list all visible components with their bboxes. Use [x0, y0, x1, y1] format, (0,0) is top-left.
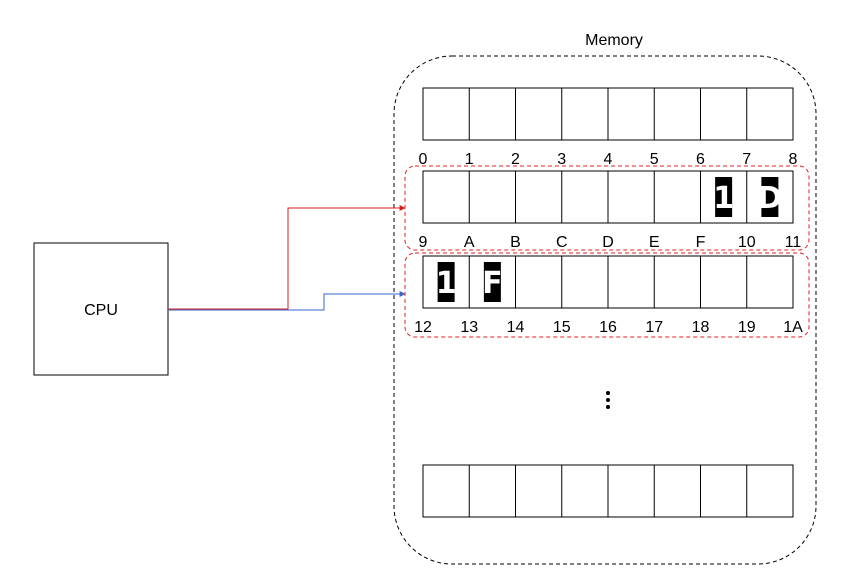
row-2-group-outline: [404, 252, 810, 338]
address-label: 13: [460, 319, 478, 336]
address-label: D: [602, 234, 614, 251]
highlighted-byte-background: [437, 262, 455, 302]
red-address-arrow: [168, 205, 406, 310]
address-label: 0: [419, 151, 428, 168]
highlighted-byte-text: 1: [713, 181, 734, 216]
address-label: 10: [738, 234, 756, 251]
address-label: 19: [738, 319, 756, 336]
address-label: 17: [645, 319, 663, 336]
address-label: 9: [419, 234, 428, 251]
cpu-label: CPU: [84, 302, 118, 319]
address-label: 6: [696, 151, 705, 168]
address-label: 1: [465, 151, 474, 168]
highlighted-byte-background: [483, 262, 501, 302]
address-label: 2: [511, 151, 520, 168]
memory-row: [422, 464, 794, 518]
address-label: B: [510, 234, 521, 251]
address-label: 5: [650, 151, 659, 168]
ellipsis-icon: [606, 391, 610, 409]
address-label: 18: [692, 319, 710, 336]
blue-address-arrow: [168, 291, 406, 311]
highlighted-byte-background: [715, 177, 733, 217]
address-label: 3: [557, 151, 566, 168]
highlighted-byte-text: 1: [436, 266, 457, 301]
memory-container: [393, 55, 817, 565]
address-label: 4: [604, 151, 613, 168]
address-label: 7: [742, 151, 751, 168]
highlighted-byte-text: D: [757, 181, 782, 216]
address-label: 8: [789, 151, 798, 168]
address-label: C: [556, 234, 568, 251]
address-label: 15: [553, 319, 571, 336]
address-label: A: [464, 234, 475, 251]
highlighted-byte-text: F: [482, 266, 503, 301]
address-label: F: [696, 234, 706, 251]
address-label: 12: [414, 319, 432, 336]
row-1-group-outline: [404, 165, 810, 251]
address-label: 16: [599, 319, 617, 336]
cpu-box: [33, 242, 169, 376]
memory-row: 0 1 2 3 4 5 6 7 8: [419, 87, 798, 168]
address-label: E: [649, 234, 660, 251]
address-label: 14: [507, 319, 525, 336]
address-label: 1A: [783, 319, 803, 336]
address-label: 11: [785, 234, 802, 251]
highlighted-byte-background: [761, 177, 779, 217]
memory-title: Memory: [585, 32, 643, 49]
